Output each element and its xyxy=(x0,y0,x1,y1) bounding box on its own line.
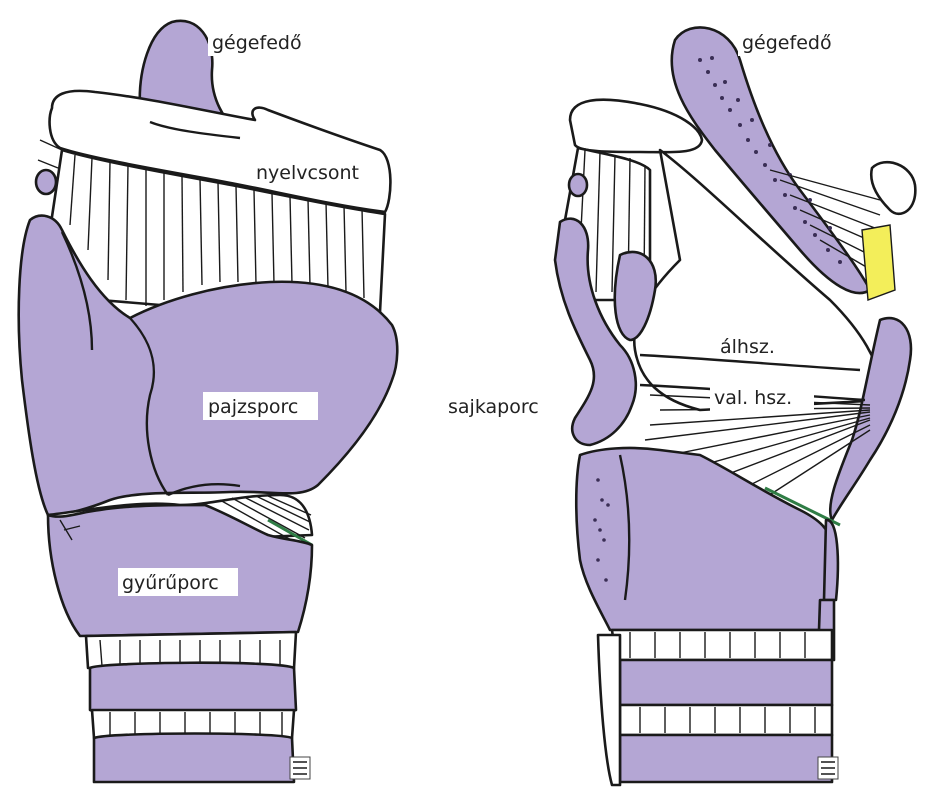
preepiglottic-fat xyxy=(862,225,895,300)
right-tracheal-ring xyxy=(620,660,832,705)
right-hyoid-body xyxy=(871,162,915,214)
right-hyoid-bone xyxy=(570,100,702,153)
label-right-epiglottis: gégefedő xyxy=(742,32,832,54)
label-false-vocal-fold: álhsz. xyxy=(720,336,775,358)
left-tracheal-ring xyxy=(90,663,296,715)
label-thyroid-cartilage: pajzsporc xyxy=(208,396,298,418)
label-cricoid-cartilage: gyűrűporc xyxy=(122,572,219,594)
right-cricoid-cartilage xyxy=(576,448,832,630)
label-arytenoid-cartilage: sajkaporc xyxy=(448,396,539,418)
label-true-vocal-fold: val. hsz. xyxy=(714,387,792,409)
label-hyoid-bone: nyelvcsont xyxy=(256,162,359,184)
label-left-epiglottis: gégefedő xyxy=(212,32,302,54)
right-tracheal-ring xyxy=(620,735,832,782)
left-tracheal-ring xyxy=(94,734,294,783)
